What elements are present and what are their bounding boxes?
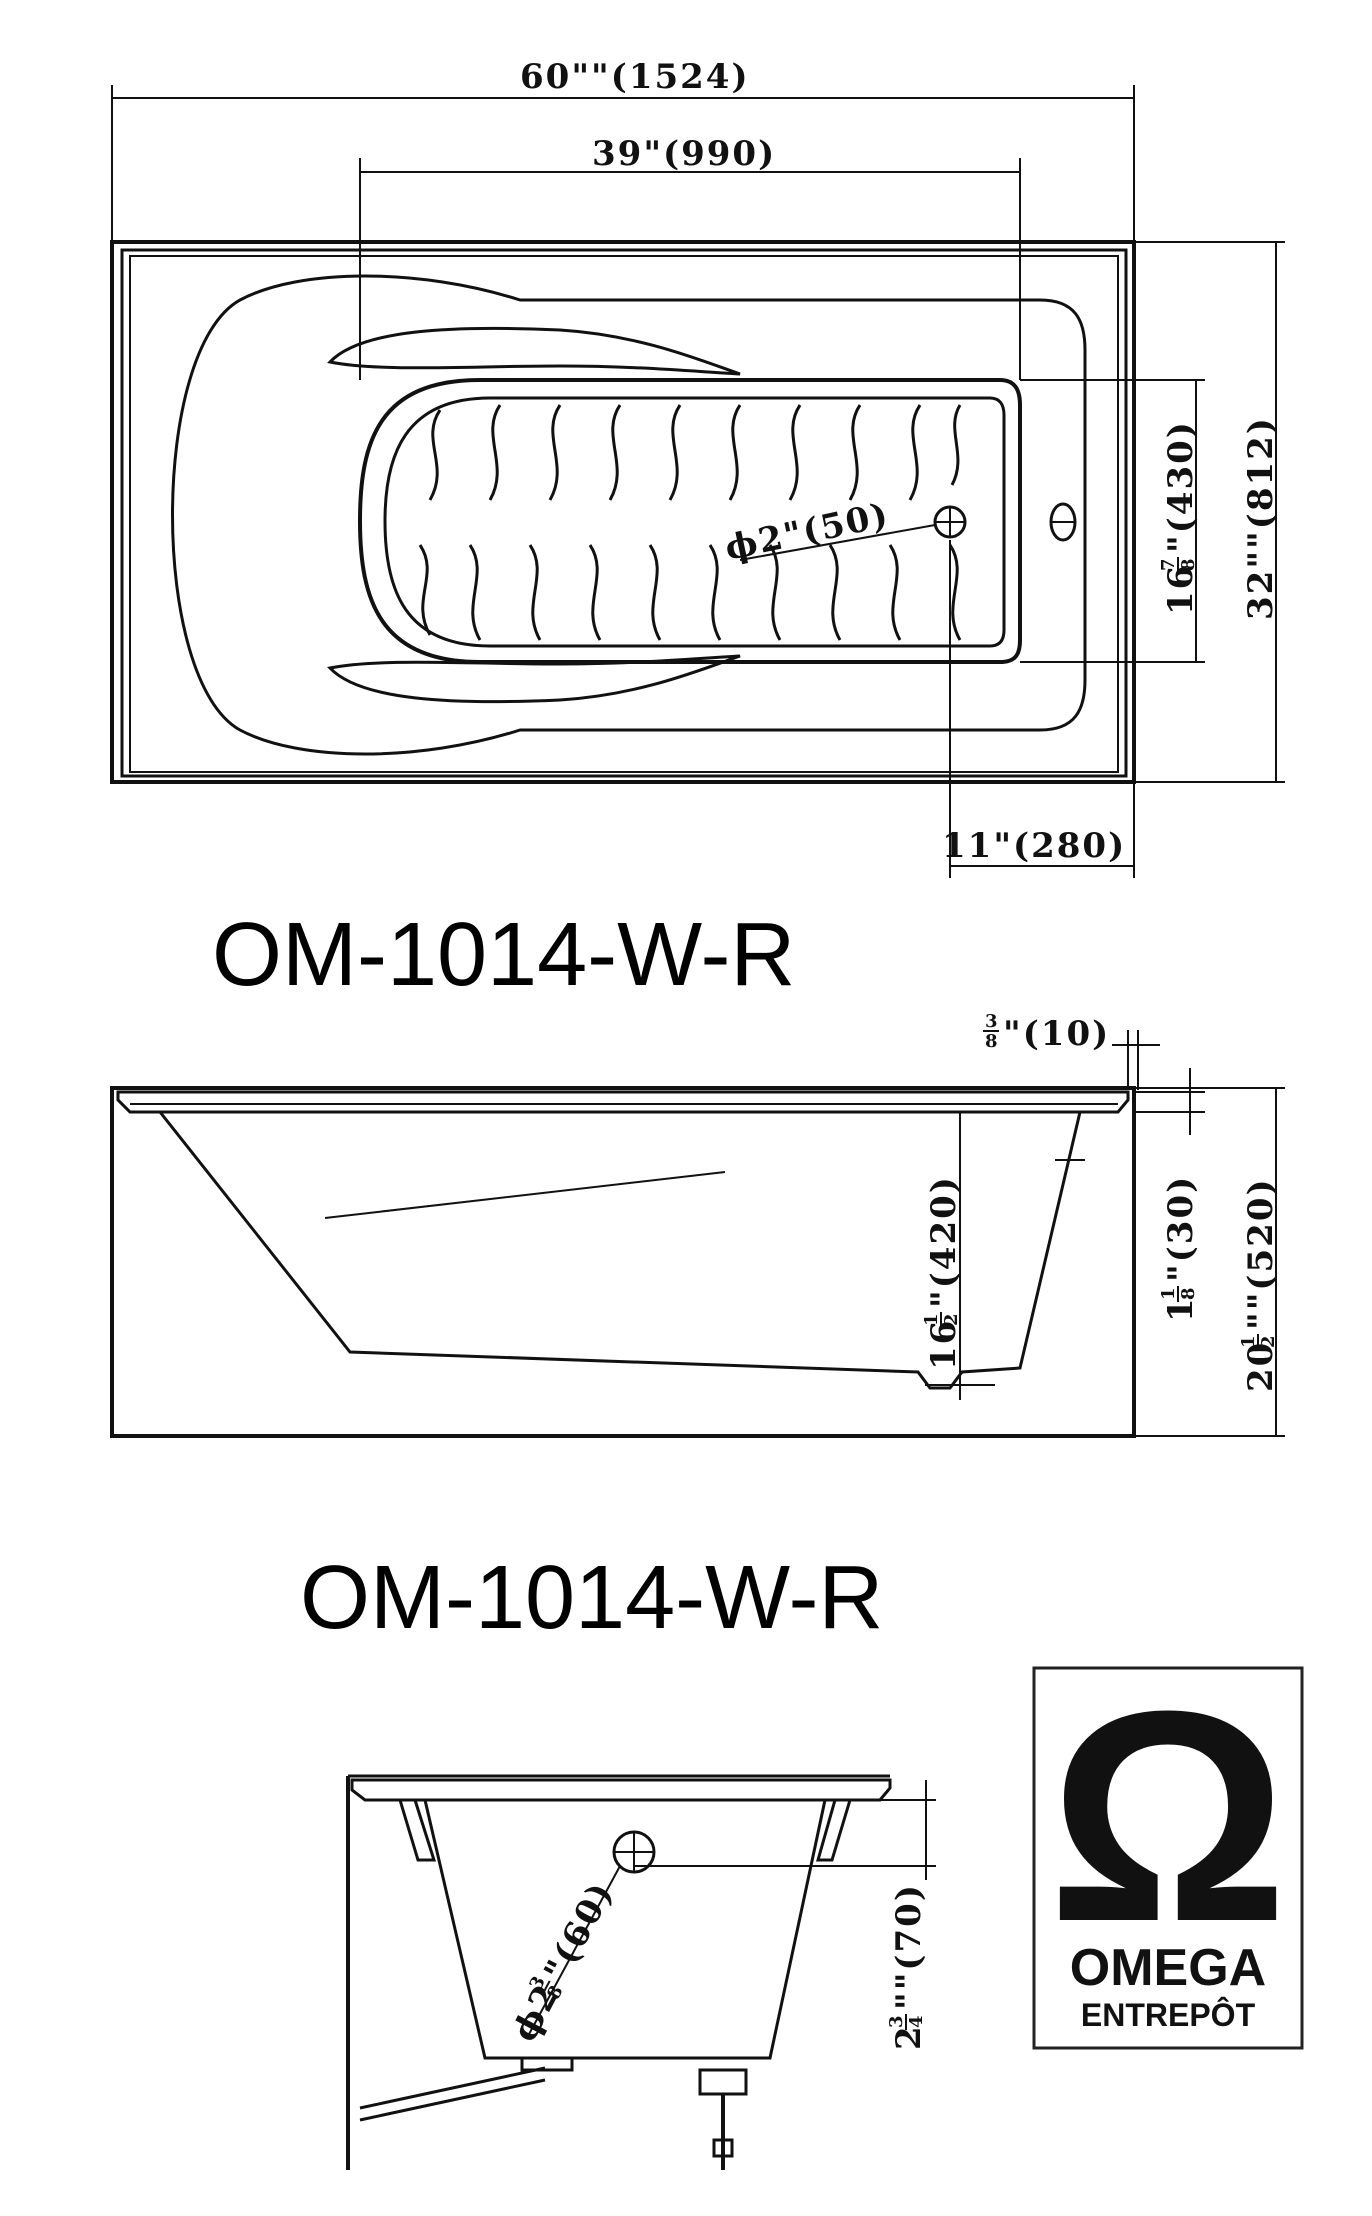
end-basin-profile [423, 1799, 827, 2060]
end-rim [350, 1778, 892, 1802]
armrest-top [327, 326, 741, 376]
basin-inner-outline [383, 396, 1006, 648]
dim-length-label: 60""(1524) [520, 57, 750, 97]
svg-text:20: 20 [1241, 1341, 1281, 1392]
end-overflow-label: ϕ2 3 8 "(60) [505, 1875, 623, 2048]
svg-text:1: 1 [1158, 1285, 1179, 1300]
svg-text:1: 1 [1238, 1333, 1259, 1348]
svg-text:"(10): "(10) [1003, 1014, 1110, 1054]
drain-leader [739, 524, 936, 561]
tub-frame-inner-1 [120, 248, 1128, 778]
omega-logo: Ω OMEGA ENTREPÔT [1032, 1648, 1304, 2050]
model-label-top: OM-1014-W-R [212, 905, 795, 1005]
tub-outer-frame [110, 240, 1136, 784]
svg-text:4: 4 [906, 2013, 927, 2028]
end-leg-right [816, 1799, 852, 1862]
side-rim [116, 1090, 1130, 1114]
end-overflow-leader [527, 1865, 621, 2037]
end-leg-left [398, 1799, 437, 1862]
end-foot [698, 2068, 748, 2096]
svg-text:"(430): "(430) [1161, 420, 1201, 553]
end-view: ϕ2 3 8 "(60) 2 3 4 ""(70) [346, 1774, 936, 2170]
tub-deck-outline [171, 274, 1087, 756]
logo-line1: OMEGA [1070, 1939, 1266, 1997]
svg-text:"(30): "(30) [1161, 1175, 1201, 1282]
svg-text:8: 8 [1178, 556, 1199, 571]
dim-lip-label: 1 1 8 "(30) [1158, 1175, 1201, 1322]
svg-text:""(520): ""(520) [1241, 1177, 1281, 1330]
svg-text:2: 2 [1258, 1333, 1279, 1348]
svg-text:"(420): "(420) [924, 1175, 964, 1308]
side-outer-frame [110, 1086, 1136, 1438]
svg-text:3: 3 [985, 1011, 1000, 1032]
svg-text:8: 8 [1178, 1285, 1199, 1300]
svg-text:7: 7 [1158, 556, 1179, 571]
basin-outline [357, 378, 1022, 664]
svg-text:2: 2 [889, 2024, 929, 2050]
dim-width-label: 32""(812) [1241, 416, 1281, 620]
dim-end-label: 2 3 4 ""(70) [886, 1883, 929, 2050]
side-slope-line [324, 1171, 726, 1219]
logo-line2: ENTREPÔT [1081, 1997, 1256, 2033]
svg-text:1: 1 [921, 1311, 942, 1326]
dim-height-label: 20 1 2 ""(520) [1238, 1177, 1281, 1392]
svg-text:""(70): ""(70) [889, 1883, 929, 2010]
side-view: 16 1 2 "(420) 3 8 "(10) 1 1 8 "(30) [110, 1011, 1285, 1438]
dim-inner-length-label: 39"(990) [592, 134, 776, 174]
dim-rim-label: 3 8 "(10) [983, 1011, 1110, 1054]
svg-text:16: 16 [924, 1319, 964, 1370]
svg-text:3: 3 [886, 2013, 907, 2028]
svg-text:"(60): "(60) [537, 1875, 623, 1988]
tub-frame-inner-2 [129, 255, 1119, 773]
svg-text:16: 16 [1161, 564, 1201, 615]
svg-text:8: 8 [985, 1031, 1000, 1052]
drain-size-label: ϕ2"(50) [722, 495, 894, 569]
model-label-bottom: OM-1014-W-R [300, 1548, 883, 1648]
svg-text:2: 2 [941, 1311, 962, 1326]
dim-inner-width-label: 16 7 8 "(430) [1158, 420, 1201, 615]
side-basin-profile [158, 1111, 1082, 1390]
svg-text:1: 1 [1161, 1296, 1201, 1322]
dim-depth-label: 16 1 2 "(420) [921, 1175, 964, 1370]
top-view: 60""(1524) 39"(990) 32""(812) 16 7 8 "(4… [110, 57, 1285, 878]
basin-texture-ribs [418, 404, 962, 641]
omega-symbol-icon: Ω [1048, 1648, 1289, 1984]
dim-drain-offset-label: 11"(280) [942, 826, 1126, 866]
